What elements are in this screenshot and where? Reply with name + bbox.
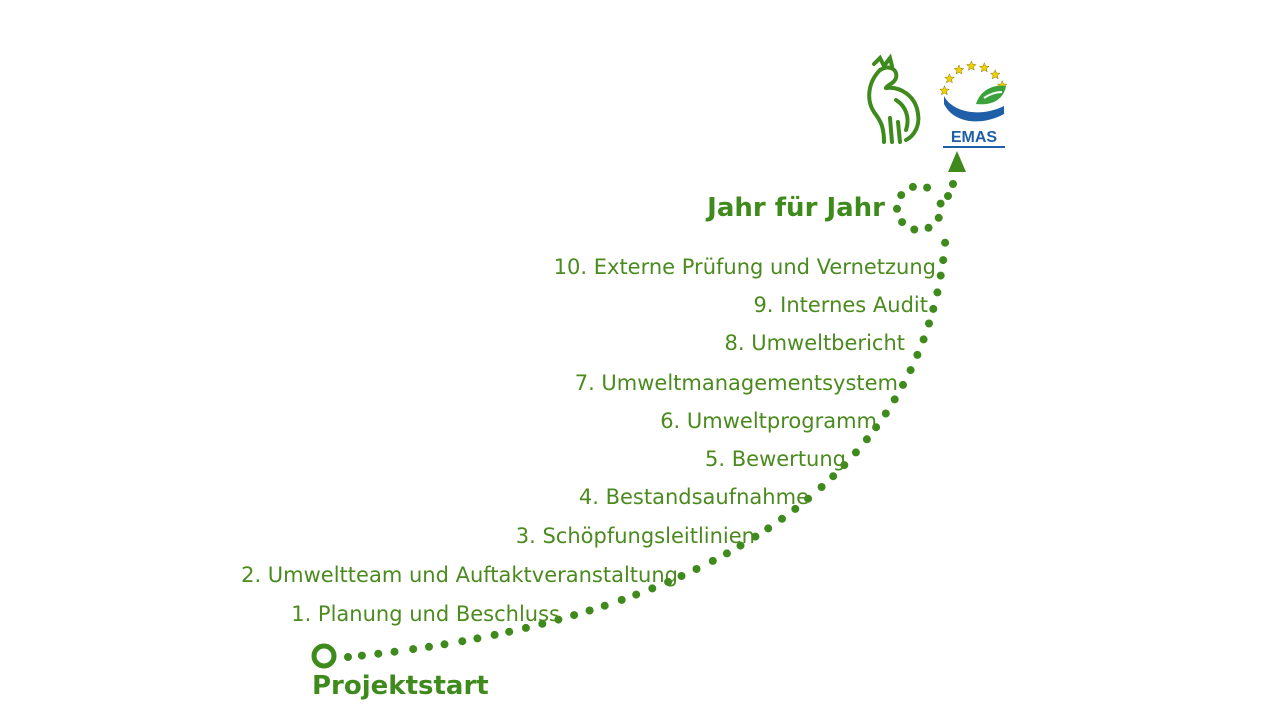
path-dot bbox=[939, 256, 948, 265]
path-dot bbox=[817, 483, 826, 491]
step-9-label: 9. Internes Audit bbox=[753, 293, 928, 317]
path-dot bbox=[708, 556, 717, 565]
path-dot bbox=[913, 350, 922, 359]
path-dot bbox=[554, 615, 563, 624]
loop-dot bbox=[923, 183, 932, 192]
dotted-path bbox=[344, 180, 957, 661]
path-dot bbox=[751, 532, 760, 541]
step-4-label: 4. Bestandsaufnahme bbox=[579, 485, 809, 509]
path-dot bbox=[872, 423, 881, 432]
path-dot bbox=[722, 549, 731, 558]
path-dot bbox=[632, 590, 641, 599]
step-1-label: 1. Planung und Beschluss bbox=[291, 602, 560, 626]
step-2-label: 2. Umweltteam und Auftaktveranstaltung bbox=[241, 563, 678, 587]
star-icon bbox=[978, 62, 990, 73]
path-dot bbox=[925, 319, 933, 328]
loop-dot bbox=[934, 213, 943, 222]
loop-dot bbox=[936, 199, 945, 208]
path-dot bbox=[778, 514, 786, 523]
path-dot bbox=[570, 611, 579, 620]
path-dot bbox=[357, 651, 366, 660]
path-dot bbox=[890, 395, 899, 404]
star-icon bbox=[944, 73, 955, 84]
eu-stars-icon bbox=[939, 60, 1008, 96]
path-dot bbox=[804, 494, 813, 503]
path-dot bbox=[944, 192, 952, 200]
path-dot bbox=[829, 472, 838, 481]
path-dot bbox=[585, 606, 594, 615]
path-dot bbox=[941, 238, 950, 247]
path-dot bbox=[617, 595, 626, 604]
path-dot bbox=[936, 271, 945, 280]
path-dot bbox=[664, 577, 673, 586]
arrow-head-icon bbox=[948, 151, 966, 172]
step-10-label: 10. Externe Prüfung und Vernetzung bbox=[554, 255, 936, 279]
path-dot bbox=[933, 288, 942, 297]
step-5-label: 5. Bewertung bbox=[705, 447, 846, 471]
rooster-logo-icon bbox=[867, 53, 921, 144]
path-dot bbox=[458, 637, 467, 646]
step-3-label: 3. Schöpfungsleitlinien bbox=[516, 524, 755, 548]
path-dot bbox=[919, 335, 928, 344]
path-dot bbox=[390, 647, 399, 656]
path-dot bbox=[538, 619, 547, 628]
loop-dot bbox=[910, 225, 919, 234]
path-dot bbox=[851, 448, 860, 457]
loop-dot bbox=[897, 191, 906, 200]
loop-dot bbox=[908, 182, 917, 191]
path-dot bbox=[344, 653, 352, 661]
path-dot bbox=[600, 601, 609, 610]
loop-dot bbox=[898, 218, 907, 227]
path-dot bbox=[374, 649, 383, 658]
path-dot bbox=[425, 642, 433, 651]
star-icon bbox=[953, 64, 965, 75]
emas-logo-text: EMAS bbox=[951, 129, 998, 146]
path-dot bbox=[692, 565, 701, 573]
path-dot bbox=[791, 504, 800, 513]
path-dot bbox=[440, 640, 449, 649]
path-dot bbox=[840, 461, 849, 470]
emas-wave-icon bbox=[944, 96, 1004, 122]
path-dot bbox=[949, 180, 957, 188]
start-label: Projektstart bbox=[312, 671, 489, 701]
step-8-label: 8. Umweltbericht bbox=[724, 331, 905, 355]
path-dot bbox=[881, 409, 890, 418]
path-dot bbox=[505, 627, 514, 636]
path-dot bbox=[929, 304, 938, 313]
repeat-label: Jahr für Jahr bbox=[705, 193, 885, 223]
star-icon bbox=[939, 85, 950, 96]
path-dot bbox=[677, 572, 686, 580]
path-dot bbox=[736, 541, 745, 550]
path-dot bbox=[906, 366, 915, 375]
start-circle-icon bbox=[311, 643, 337, 669]
path-dot bbox=[648, 584, 657, 593]
star-icon bbox=[989, 69, 1001, 80]
loop-dot bbox=[924, 223, 933, 232]
star-icon bbox=[965, 60, 977, 71]
path-dot bbox=[899, 380, 907, 389]
path-dot bbox=[473, 634, 482, 643]
step-6-label: 6. Umweltprogramm bbox=[660, 409, 877, 433]
path-dot bbox=[409, 645, 418, 654]
path-dot bbox=[521, 623, 530, 632]
emas-logo: EMAS bbox=[939, 60, 1008, 148]
path-dot bbox=[764, 524, 773, 533]
path-dot bbox=[862, 435, 871, 444]
step-7-label: 7. Umweltmanagementsystem bbox=[575, 371, 898, 395]
path-dot bbox=[490, 630, 499, 639]
loop-dot bbox=[893, 204, 901, 213]
